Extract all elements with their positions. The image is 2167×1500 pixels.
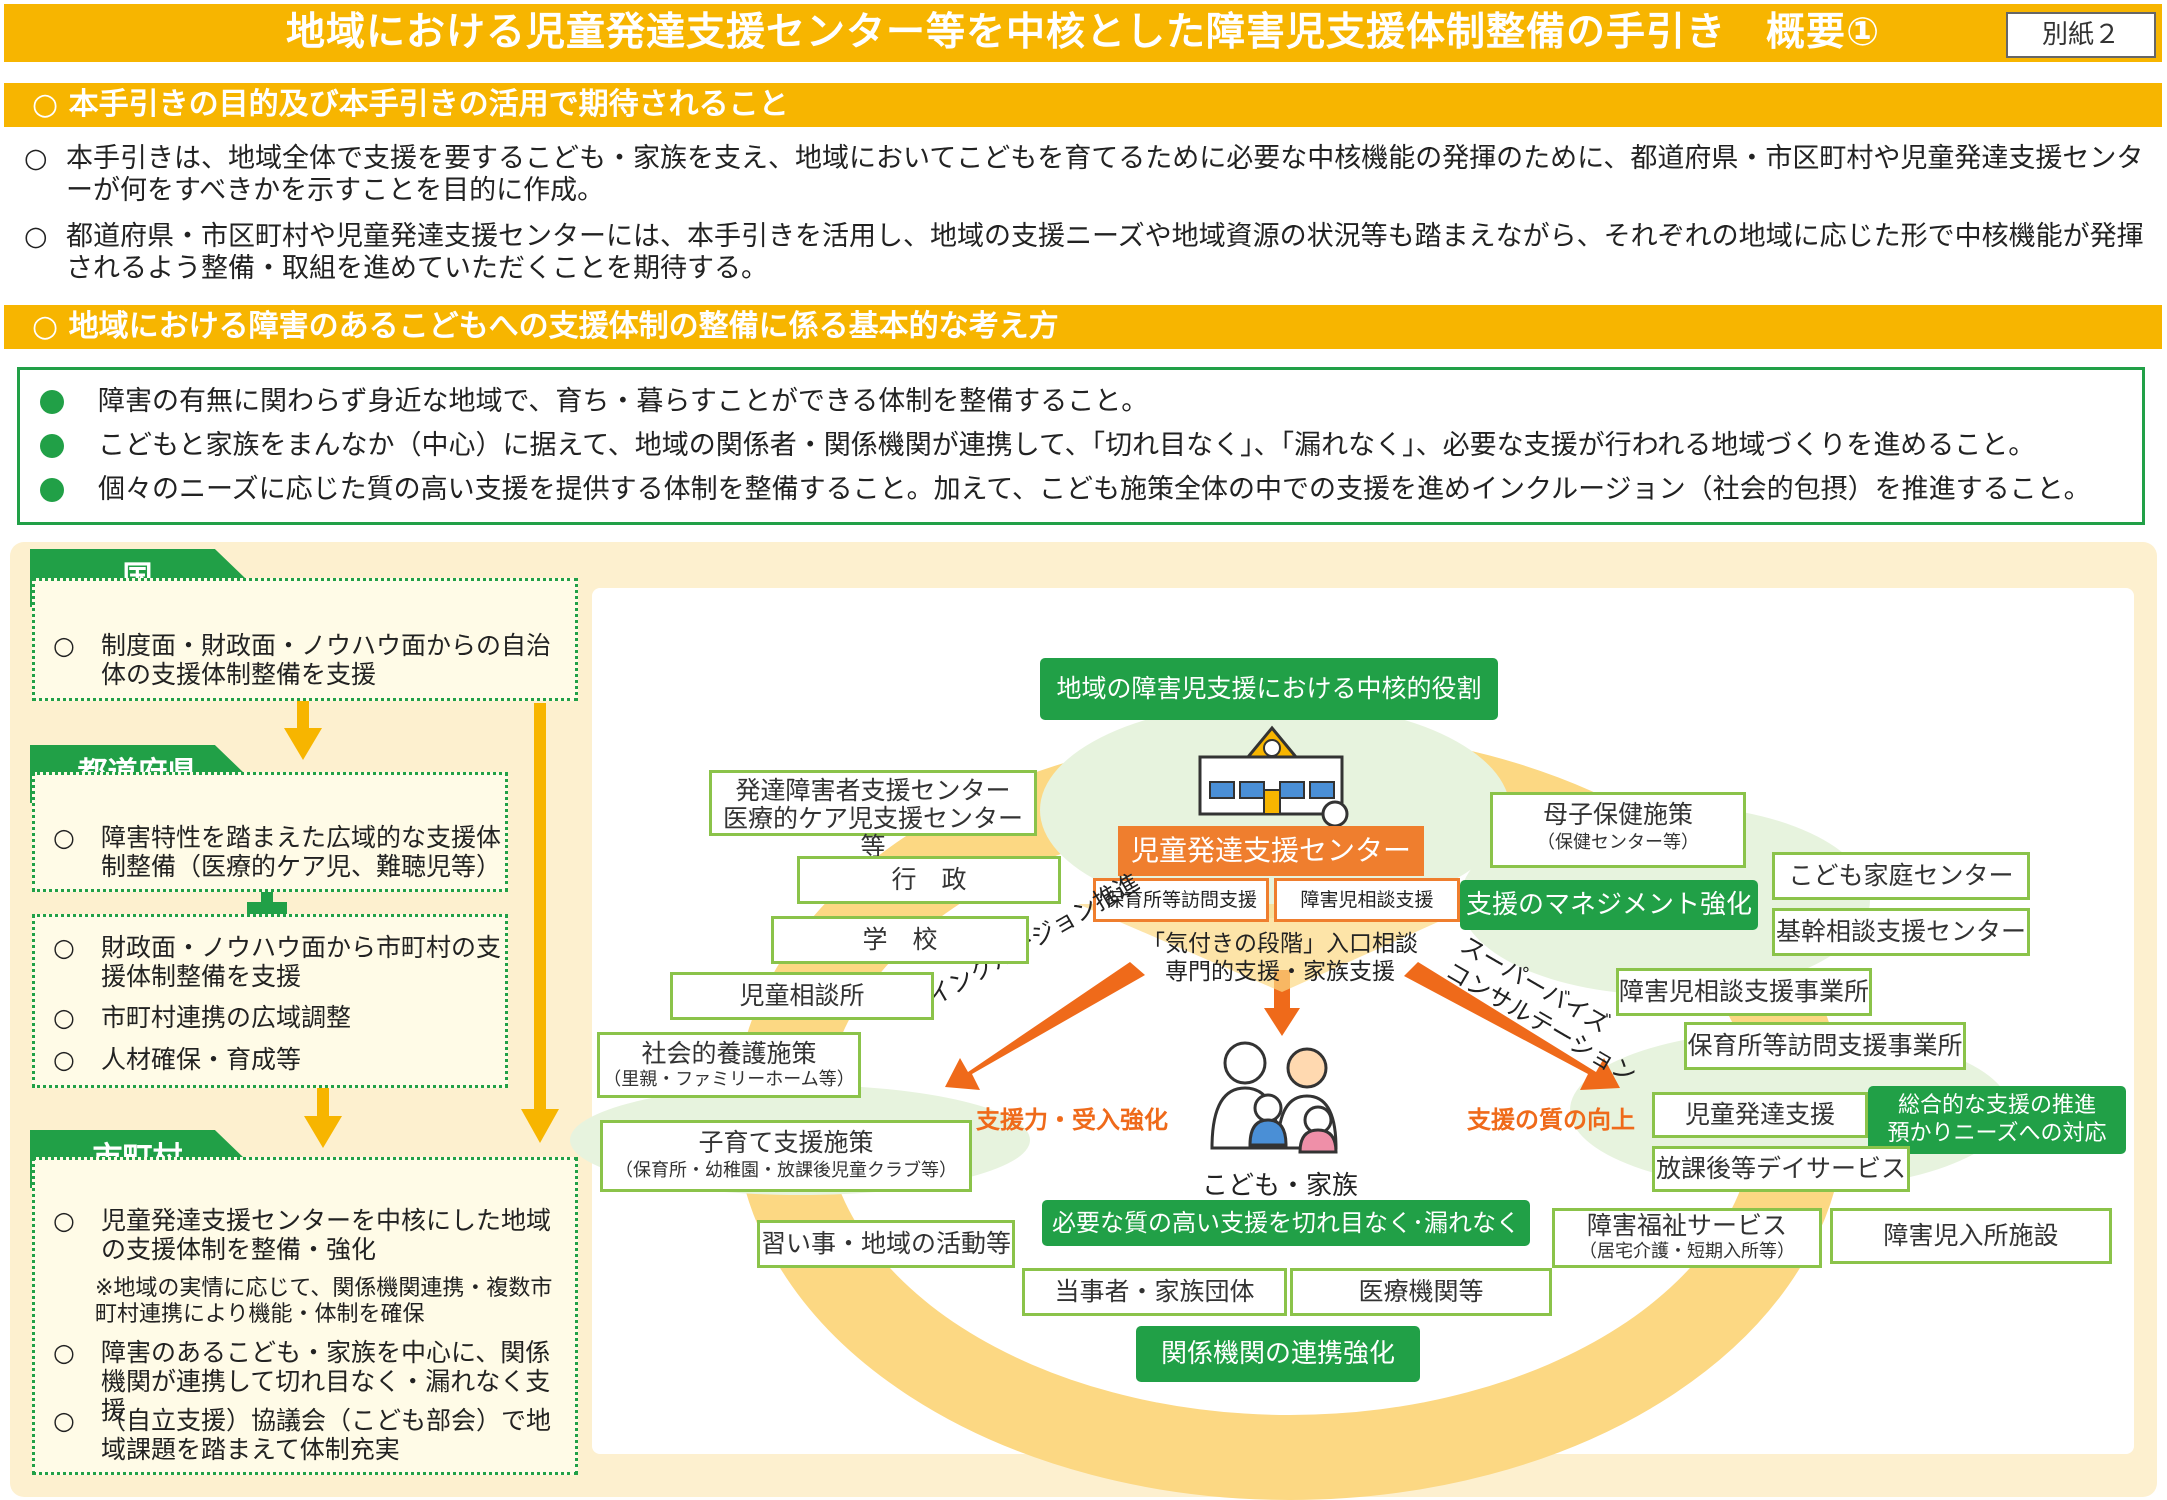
section-heading-purpose: ○ 本手引きの目的及び本手引きの活用で期待されること [4, 83, 2162, 127]
strength-left-label: 支援力・受入強化 [976, 1106, 1168, 1134]
box-line: 母子保健施策 [1542, 800, 1693, 829]
box-core-consultation: 基幹相談支援センター [1772, 908, 2030, 956]
prefecture-item: ○人材確保・育成等 [53, 1045, 302, 1074]
box-welfare-services: 障害福祉サービス（居宅介護・短期入所等） [1552, 1208, 1822, 1268]
comprehensive-label: 総合的な支援の推進預かりニーズへの対応 [1868, 1086, 2126, 1154]
prefecture-item: ○市町村連携の広域調整 [53, 1003, 352, 1032]
box-local-activities: 習い事・地域の活動等 [757, 1220, 1015, 1268]
comprehensive-line-1: 総合的な支援の推進 [1897, 1093, 2096, 1118]
box-line: 社会的養護施策 [641, 1039, 817, 1068]
family-label: こども・家族 [1201, 1171, 1358, 1201]
box-child-guidance: 児童相談所 [670, 972, 934, 1020]
arrow-quality [1404, 962, 1620, 1090]
prefecture-item: ○財政面・ノウハウ面から市町村の支援体制整備を支援 [53, 933, 502, 991]
family-icon [1210, 1041, 1338, 1154]
section-heading-basic-concept: ○ 地域における障害のあるこどもへの支援体制の整備に係る基本的な考え方 [4, 305, 2162, 349]
box-line: （居宅介護・短期入所等） [1579, 1241, 1795, 1262]
box-administration: 行 政 [797, 856, 1061, 904]
municipality-item: ○児童発達支援センターを中核にした地域の支援体制を整備・強化 [53, 1206, 552, 1264]
box-school: 学 校 [771, 916, 1029, 964]
municipality-box: ○児童発達支援センターを中核にした地域の支援体制を整備・強化 ※地域の実情に応じ… [32, 1157, 578, 1475]
box-maternal-health: 母子保健施策 （保健センター等） [1490, 792, 1746, 868]
box-child-family-center: こども家庭センター [1772, 852, 2030, 900]
page-title: 地域における児童発達支援センター等を中核とした障害児支援体制整備の手引き 概要① [4, 4, 2162, 62]
school-building-icon [1198, 725, 1349, 828]
intake-line-2: 専門的支援・家族支援 [1165, 959, 1395, 985]
intake-line-1: 「気付きの段階」入口相談 [1142, 931, 1418, 957]
basic-concept-box: 障害の有無に関わらず身近な地域で、育ち・暮らすことができる体制を整備すること。 … [17, 367, 2145, 525]
arrow-inclusion [945, 962, 1145, 1090]
core-role-label: 地域の障害児支援における中核的役割 [1040, 658, 1498, 720]
box-visit-support-office: 保育所等訪問支援事業所 [1684, 1022, 1966, 1070]
box-line: 障害福祉サービス [1586, 1211, 1787, 1240]
box-childcare-support: 子育て支援施策 （保育所・幼稚園・放課後児童クラブ等） [600, 1120, 972, 1192]
municipality-note: ※地域の実情に応じて、関係機関連携・複数市町村連携により機能・体制を確保 [95, 1276, 553, 1327]
box-disabled-child-consultation: 障害児相談支援事業所 [1616, 968, 1872, 1016]
box-social-care: 社会的養護施策（里親・ファミリーホーム等） [597, 1032, 861, 1098]
concept-bullet: 個々のニーズに応じた質の高い支援を提供する体制を整備すること。加えて、こども施策… [40, 474, 2091, 506]
management-label: 支援のマネジメント強化 [1460, 880, 1758, 930]
purpose-paragraph-2: ○都道府県・市区町村や児童発達支援センターには、本手引きを活用し、地域の支援ニー… [24, 221, 2144, 284]
box-line: （保育所・幼稚園・放課後児童クラブ等） [615, 1160, 957, 1181]
municipality-item: ○障害のあるこども・家族を中心に、関係機関が連携して切れ目なく・漏れなく支援 [53, 1338, 551, 1425]
attachment-badge: 別紙２ [2006, 12, 2156, 58]
sub-consultation-support: 障害児相談支援 [1274, 878, 1460, 922]
sub-visit-support: 保育所等訪問支援 [1093, 878, 1269, 922]
box-line: 発達障害者支援センター [735, 776, 1011, 805]
national-box: ○制度面・財政面・ノウハウ面からの自治体の支援体制整備を支援 [32, 578, 578, 701]
strength-right-label: 支援の質の向上 [1467, 1106, 1635, 1134]
box-residential-facility: 障害児入所施設 [1830, 1208, 2112, 1264]
comprehensive-line-2: 預かりニーズへの対応 [1887, 1121, 2107, 1146]
box-medical: 医療機関等 [1290, 1268, 1552, 1316]
box-developmental-center: 発達障害者支援センター医療的ケア児支援センター等 [709, 770, 1037, 861]
municipality-item: ○（自立支援）協議会（こども部会）で地域課題を踏まえて体制充実 [53, 1406, 552, 1464]
box-line: 子育て支援施策 [698, 1128, 874, 1157]
box-line: （里親・ファミリーホーム等） [603, 1069, 855, 1090]
box-line: （保健センター等） [1537, 832, 1699, 853]
box-child-development: 児童発達支援 [1652, 1092, 1868, 1138]
bullet-dot-icon [40, 434, 64, 458]
coordination-label: 関係機関の連携強化 [1136, 1326, 1420, 1382]
prefecture-item: ○障害特性を踏まえた広域的な支援体制整備（医療的ケア児、難聴児等） [53, 823, 502, 881]
purpose-paragraph-1: ○本手引きは、地域全体で支援を要するこども・家族を支え、地域においてこどもを育て… [24, 143, 2144, 206]
national-item: ○制度面・財政面・ノウハウ面からの自治体の支援体制整備を支援 [53, 631, 552, 689]
concept-bullet: 障害の有無に関わらず身近な地域で、育ち・暮らすことができる体制を整備すること。 [40, 386, 1148, 418]
prefecture-box-1: ○障害特性を踏まえた広域的な支援体制整備（医療的ケア児、難聴児等） [32, 772, 508, 892]
box-line: 医療的ケア児支援センター等 [722, 804, 1023, 861]
center-label: 児童発達支援センター [1118, 826, 1424, 876]
bullet-dot-icon [40, 390, 64, 414]
seamless-support-label: 必要な質の高い支援を切れ目なく･漏れなく [1042, 1200, 1530, 1246]
arrow-down-family [1264, 1008, 1300, 1036]
bullet-dot-icon [40, 478, 64, 502]
box-after-school: 放課後等デイサービス [1652, 1146, 1910, 1192]
box-family-groups: 当事者・家族団体 [1022, 1268, 1287, 1316]
intake-text: 「気付きの段階」入口相談専門的支援・家族支援 [1130, 930, 1430, 986]
concept-bullet: こどもと家族をまんなか（中心）に据えて、地域の関係者・関係機関が連携して、「切れ… [40, 430, 2035, 462]
prefecture-box-2: ○財政面・ノウハウ面から市町村の支援体制整備を支援 ○市町村連携の広域調整 ○人… [32, 914, 508, 1088]
